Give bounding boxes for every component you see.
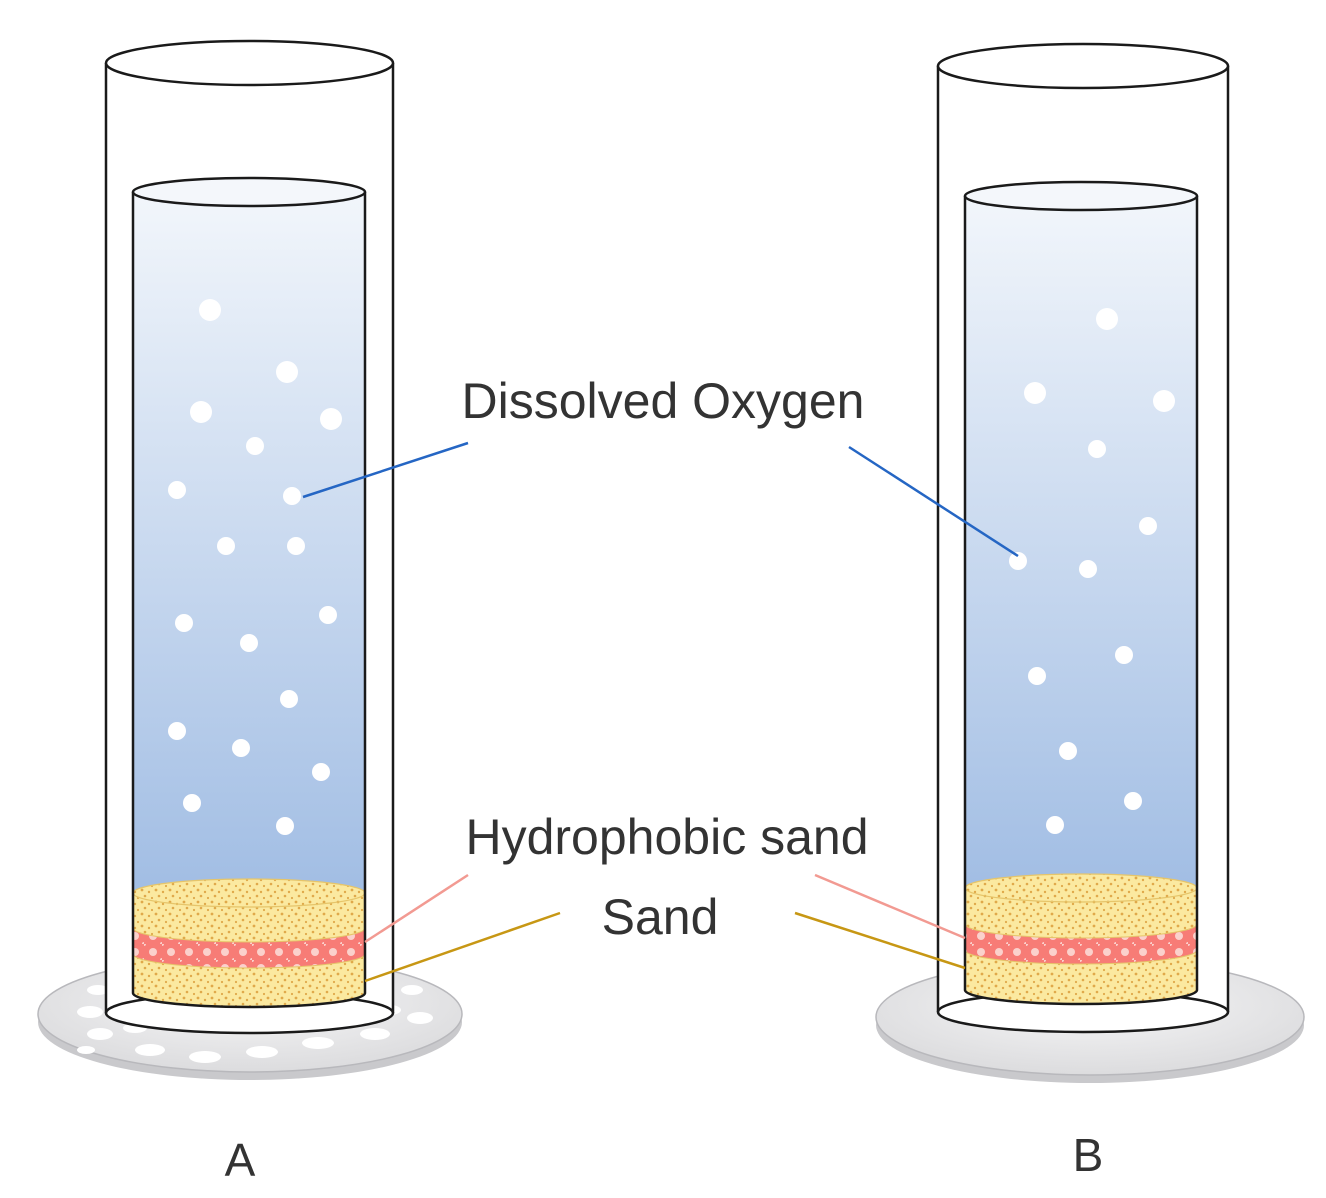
oxygen-bubble	[280, 690, 298, 708]
panel-label-b: B	[1073, 1129, 1104, 1181]
oxygen-bubble	[276, 361, 298, 383]
oxygen-bubble	[320, 408, 342, 430]
oxygen-bubble	[240, 634, 258, 652]
leader-lines	[302, 441, 1019, 983]
sand-leader-a	[364, 911, 561, 983]
dissolved-oxygen-label: Dissolved Oxygen	[462, 373, 865, 429]
oxygen-bubbles-b	[1009, 308, 1175, 834]
oxygen-bubble	[1124, 792, 1142, 810]
oxygen-leader-b	[848, 445, 1019, 558]
oxygen-bubble	[1153, 390, 1175, 412]
sand-label: Sand	[602, 889, 719, 945]
oxygen-bubble	[276, 817, 294, 835]
oxygen-bubble	[183, 794, 201, 812]
oxygen-bubble	[217, 537, 235, 555]
oxygen-bubble	[190, 401, 212, 423]
oxygen-bubble	[1059, 742, 1077, 760]
oxygen-leader-a	[302, 441, 469, 499]
oxygen-bubble	[1088, 440, 1106, 458]
oxygen-bubble	[1096, 308, 1118, 330]
hydrophobic-leader-a	[364, 873, 469, 944]
oxygen-bubble	[1079, 560, 1097, 578]
oxygen-bubble	[168, 722, 186, 740]
oxygen-bubble	[199, 299, 221, 321]
hydrophobic-sand-layer-b	[965, 924, 1197, 964]
oxygen-bubble	[1024, 382, 1046, 404]
hydrophobic-sand-layer-a	[133, 928, 365, 968]
oxygen-bubbles-a	[168, 299, 342, 835]
hydrophobic-leader-b	[814, 873, 966, 940]
inner-tube-b	[963, 180, 1199, 1006]
oxygen-bubble	[312, 763, 330, 781]
oxygen-bubble	[168, 481, 186, 499]
oxygen-bubble	[287, 537, 305, 555]
oxygen-bubble	[175, 614, 193, 632]
oxygen-bubble	[1139, 517, 1157, 535]
oxygen-bubble	[283, 487, 301, 505]
setup-a	[37, 39, 463, 1080]
oxygen-bubble	[1046, 816, 1064, 834]
oxygen-bubble	[232, 739, 250, 757]
oxygen-bubble	[1115, 646, 1133, 664]
sand-bottom-layer-b	[965, 950, 1197, 1004]
oxygen-bubble	[1028, 667, 1046, 685]
sand-bottom-layer-a	[133, 954, 365, 1007]
panel-label-a: A	[225, 1134, 256, 1186]
oxygen-bubble	[246, 437, 264, 455]
oxygen-bubble	[319, 606, 337, 624]
hydrophobic-sand-label: Hydrophobic sand	[465, 809, 868, 865]
setup-b	[875, 42, 1305, 1083]
inner-tube-a	[131, 176, 367, 1009]
sand-leader-b	[794, 911, 966, 970]
oxygen-bubble	[1009, 552, 1027, 570]
